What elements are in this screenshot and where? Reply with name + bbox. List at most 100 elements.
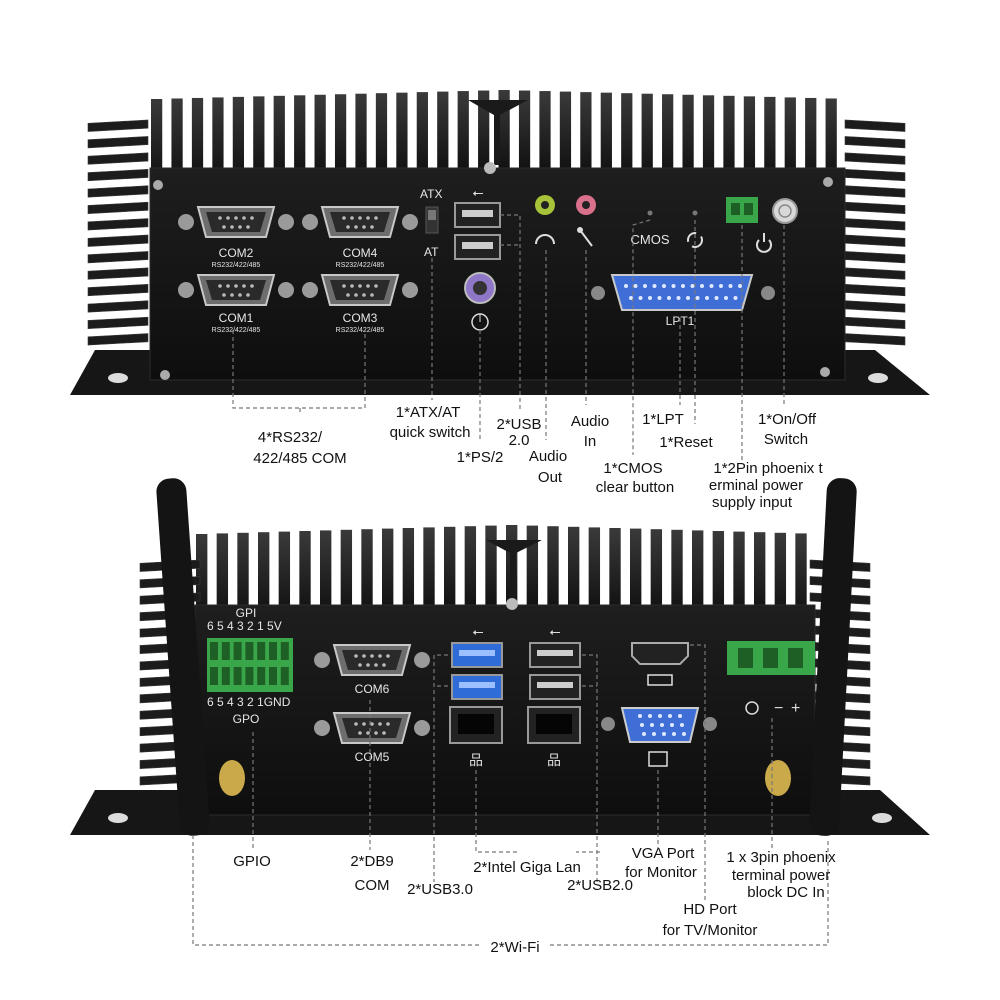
callout-onoff-line2: Switch (764, 431, 808, 448)
dc-power-terminal: − + (727, 641, 815, 717)
callout-ps2: 1*PS/2 (457, 449, 504, 466)
svg-text:COM1: COM1 (219, 311, 254, 325)
com1-port: COM1 RS232/422/485 (178, 274, 294, 334)
com3-port: COM3 RS232/422/485 (302, 274, 418, 334)
callout-dc-line2: terminal power (732, 867, 830, 884)
svg-text:CMOS: CMOS (631, 232, 670, 247)
svg-text:RS232/422/485: RS232/422/485 (212, 327, 261, 334)
callout-wifi: 2*Wi-Fi (490, 939, 539, 956)
svg-text:COM5: COM5 (355, 750, 390, 764)
monitor-icon (648, 751, 668, 767)
top-callouts: 4*RS232/ 422/485 COM 1*ATX/AT quick swit… (253, 404, 823, 511)
hdmi-icon (647, 674, 673, 686)
reset-button (687, 210, 703, 248)
wifi-antenna-left (156, 478, 245, 836)
svg-text:GPO: GPO (233, 712, 260, 726)
top-heatsink-fins (151, 90, 837, 179)
svg-text:6 5 4 3 2 1GND: 6 5 4 3 2 1GND (207, 695, 291, 709)
phoenix-power-terminal (726, 197, 758, 223)
refresh-icon (687, 232, 703, 248)
callout-usb: 2*USB (496, 416, 541, 433)
callout-rs232-line2: 422/485 COM (253, 450, 346, 467)
com5-port: COM5 (314, 712, 430, 764)
callout-dc-line3: block DC In (747, 884, 825, 901)
microphone-icon (579, 229, 593, 247)
callout-usb2: 2*USB2.0 (567, 877, 633, 894)
callout-audio-in: Audio (571, 413, 609, 430)
svg-text:COM2: COM2 (219, 246, 254, 260)
callout-cmos-line2: clear button (596, 479, 674, 496)
usb2-ports-bottom: ⭠ (529, 623, 581, 700)
top-side-fins (87, 119, 906, 346)
svg-text:RS232/422/485: RS232/422/485 (212, 262, 261, 269)
callout-lan: 2*Intel Giga Lan (473, 859, 581, 876)
usb-icon: ⭠ (472, 184, 483, 200)
headphone-icon (535, 234, 555, 245)
audio-in-jack (576, 195, 596, 247)
callout-phoenix-line2: erminal power (709, 477, 803, 494)
callout-phoenix-line3: supply input (712, 494, 793, 511)
bottom-callouts: GPIO 2*DB9 COM 2*USB3.0 2*Intel Giga Lan… (233, 845, 836, 956)
callout-db9-line2: COM (355, 877, 390, 894)
callout-hd: HD Port (683, 901, 737, 918)
screw-icon (506, 598, 518, 610)
callout-vga: VGA Port (632, 845, 695, 862)
callout-cmos: 1*CMOS (603, 460, 662, 477)
svg-text:RS232/422/485: RS232/422/485 (336, 262, 385, 269)
svg-text:COM4: COM4 (343, 246, 378, 260)
top-leader-lines (232, 214, 785, 462)
bottom-leader-lines (192, 644, 829, 946)
callout-gpio: GPIO (233, 853, 271, 870)
svg-text:COM3: COM3 (343, 311, 378, 325)
bottom-io-panel (194, 604, 816, 816)
callout-hd-line2: for TV/Monitor (663, 922, 758, 939)
usb-icon: ⭠ (549, 623, 560, 639)
com4-port: COM4 RS232/422/485 (302, 206, 418, 269)
usb-icon: ⭠ (472, 623, 483, 639)
callout-onoff: 1*On/Off (758, 411, 817, 428)
svg-text:GPI: GPI (236, 606, 257, 620)
callout-usb3: 2*USB3.0 (407, 881, 473, 898)
network-icon: 品 (547, 752, 561, 768)
callout-phoenix: 1*2Pin phoenix t (713, 460, 823, 477)
callout-reset: 1*Reset (659, 434, 713, 451)
cmos-clear-button: CMOS (631, 210, 670, 247)
com6-port: COM6 (314, 644, 430, 696)
svg-text:COM6: COM6 (355, 682, 390, 696)
network-icon: 品 (469, 752, 483, 768)
screw-icon (823, 177, 833, 187)
top-device: COM2 RS232/422/485 COM4 RS232/422/485 CO… (70, 90, 930, 395)
callout-audio-in-line2: In (584, 433, 597, 450)
callout-dc: 1 x 3pin phoenix (726, 849, 836, 866)
bottom-device: GPI 6 5 4 3 2 1 5V 6 5 4 3 2 1GND GPO CO… (70, 478, 930, 836)
gpio-terminal: GPI 6 5 4 3 2 1 5V 6 5 4 3 2 1GND GPO (207, 606, 293, 726)
callout-db9: 2*DB9 (350, 853, 393, 870)
minus-icon: − (774, 700, 783, 717)
svg-text:ATX: ATX (420, 187, 442, 201)
hdmi-port (631, 642, 689, 686)
callout-vga-line2: for Monitor (625, 864, 697, 881)
com2-port: COM2 RS232/422/485 (178, 206, 294, 269)
callout-atx: 1*ATX/AT (396, 404, 460, 421)
usb3-ports: ⭠ (451, 623, 503, 700)
screw-icon (484, 162, 496, 174)
usb2-ports-top: ⭠ (454, 184, 501, 260)
audio-out-jack (535, 195, 555, 245)
plus-icon: + (791, 700, 800, 717)
atx-at-switch: ATX AT (420, 187, 442, 259)
svg-text:6 5 4 3 2 1 5V: 6 5 4 3 2 1 5V (207, 619, 282, 633)
lpt-port: LPT1 (591, 274, 775, 328)
callout-atx-line2: quick switch (390, 424, 471, 441)
svg-text:AT: AT (424, 245, 439, 259)
callout-rs232: 4*RS232/ (258, 429, 323, 446)
bottom-center-tab (486, 540, 542, 600)
screw-icon (820, 367, 830, 377)
callout-audio-out: Audio (529, 448, 567, 465)
svg-text:RS232/422/485: RS232/422/485 (336, 327, 385, 334)
power-button (756, 198, 798, 253)
ground-icon (745, 701, 759, 715)
vga-port (601, 707, 717, 767)
callout-audio-out-line2: Out (538, 469, 563, 486)
lan-ports: 品 品 (449, 706, 581, 768)
